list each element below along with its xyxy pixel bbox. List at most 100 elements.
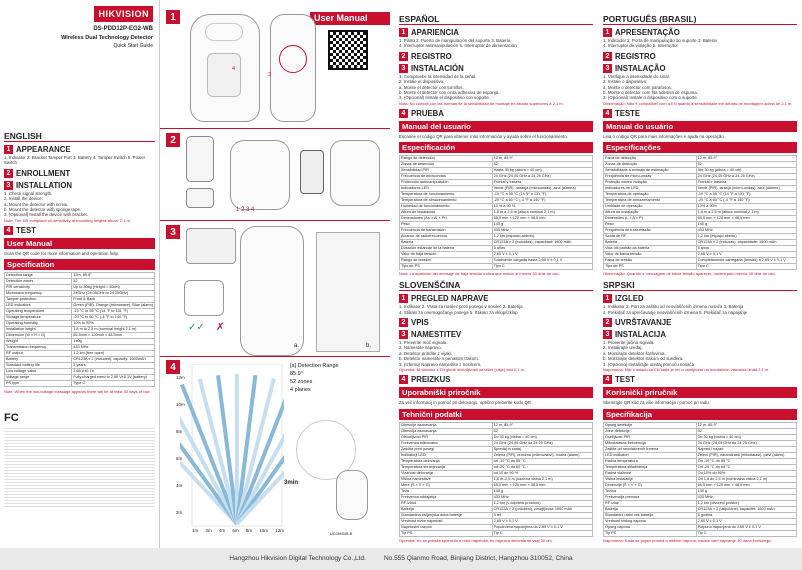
section-label: APRESENTAÇÃO xyxy=(615,28,680,37)
section-number: 3 xyxy=(603,330,612,340)
section-label: UVRŠTAVANJE xyxy=(615,318,672,328)
section-label: PREGLED NAPRAVE xyxy=(411,294,489,304)
section-number: 2 xyxy=(603,318,612,328)
spec-value: Completamente carregada (tensão) a 2,65 … xyxy=(695,257,798,265)
installation-text-es: 1. Compruebe la intensidad de la señal. … xyxy=(399,73,500,101)
spec-label: PS type xyxy=(3,380,73,388)
y-tick-label: 2m xyxy=(176,510,183,515)
section-number: 2 xyxy=(399,318,408,328)
tilt-good-illustration xyxy=(184,280,224,316)
illustration-column: 1 User Manual 4 3 2 1 2 3 4 3 ✓✓ xyxy=(160,0,390,548)
spec-value: Fully charged need to 2.65 V±0.1V (batte… xyxy=(71,374,155,382)
user-manual-heading: User Manual xyxy=(4,237,155,249)
user-manual-text-sl: Za več informacij in pomoč pri delovanju… xyxy=(399,400,533,406)
callout-4: 4 xyxy=(232,66,236,72)
detector-front-illustration xyxy=(190,14,260,122)
x-tick-label: 8m xyxy=(245,528,253,533)
hikvision-logo: HIKVISION xyxy=(94,6,153,22)
section-number: 1 xyxy=(399,28,408,37)
panel-number-2: 2 xyxy=(166,133,180,147)
cross-mark-icon: ✗ xyxy=(216,322,225,333)
detection-ray xyxy=(235,470,284,526)
phone-illustration xyxy=(300,150,324,194)
section-number: 2 xyxy=(399,51,408,61)
enroll-callouts: 1 2 3 4 xyxy=(236,207,255,213)
section-number: 4 xyxy=(399,375,408,385)
spec-value: Type C xyxy=(71,380,155,388)
guide-subtitle: Quick Start Guide xyxy=(113,43,153,49)
footer: Hangzhou Hikvision Digital Technology Co… xyxy=(0,548,802,570)
lang-title-es: ESPAÑOL xyxy=(399,14,593,25)
spec-value: Tipo C xyxy=(695,263,798,271)
section-label: INSTALACIÓN xyxy=(411,63,464,73)
section-number: 2 xyxy=(603,51,612,61)
doc-code: UD28904B-B xyxy=(330,532,353,536)
user-manual-text-es: Escanee el código QR para obtener más in… xyxy=(399,133,568,139)
appearance-items-pt: 1. Indicador 2. Porta de manipulação do … xyxy=(603,38,717,49)
installation-note-sl: Opomba: Ni skladno z EN glede občutljivo… xyxy=(399,367,526,373)
section-label: NAMESTITEV xyxy=(411,330,462,340)
detection-ray xyxy=(235,455,284,526)
spec-value: Zeleni (PIR), narandžasti (mikrotalasi),… xyxy=(695,451,798,459)
spec-heading-sr: Specifikacija xyxy=(603,408,797,420)
signal-check-illustration xyxy=(186,228,236,264)
section-label: REGISTRO xyxy=(411,51,452,61)
section-number: 3 xyxy=(399,63,408,73)
x-tick-label: 6m xyxy=(232,528,239,533)
appearance-items: 1. Indicator 2. Bracket Tamper Port 3. B… xyxy=(4,155,146,166)
section-number: 4 xyxy=(603,108,612,118)
mount-screw-illustration xyxy=(240,226,304,356)
section-label: INSTALAÇÃO xyxy=(615,63,666,73)
user-manual-text-sr: Skenirajte QR kôd za više informacija i … xyxy=(603,400,710,406)
spec-label: Tip PS xyxy=(399,529,493,537)
section-number: 4 xyxy=(399,108,408,118)
lang-title-sr: SRPSKI xyxy=(603,280,797,292)
section-label: REGISTRO xyxy=(615,51,656,61)
quick-start-sheet: HIKVISION DS-PDD12P-EG2-WB Wireless Dual… xyxy=(0,0,802,548)
step-device-1 xyxy=(186,136,214,182)
user-manual-heading-pt: Manual do usuário xyxy=(603,120,797,132)
section-label: PREIZKUS xyxy=(411,375,451,385)
section-number: 3 xyxy=(399,330,408,340)
check-mark-icon: ✓✓ xyxy=(188,322,205,333)
y-tick-label: 6m xyxy=(176,456,183,461)
enroll-detector xyxy=(230,140,290,210)
detector-back-illustration xyxy=(270,14,316,122)
walk-test-illustration xyxy=(296,420,356,480)
section-number: 3 xyxy=(603,63,612,73)
section-label: TEST xyxy=(615,375,635,385)
spec-value: Tip C xyxy=(695,529,798,537)
spec-heading-es: Especificación xyxy=(399,142,593,154)
spec-value: Tipo C xyxy=(491,263,594,271)
appearance-items-sr: 1. Indikator 2. Port za zaštitu od neovl… xyxy=(603,304,748,315)
qr-code[interactable] xyxy=(328,30,368,70)
step-device-2 xyxy=(186,188,214,208)
section-number: 1 xyxy=(603,28,612,37)
detection-legend: [a] Detection Range 85.9° 52 zones 4 pla… xyxy=(290,363,339,393)
installation-text: 1. Check signal strength. 2. Install the… xyxy=(4,190,88,218)
section-label: VPIS xyxy=(411,318,429,328)
panel-number-3: 3 xyxy=(166,225,180,239)
spec-note: Note: When the low-voltage message appea… xyxy=(4,389,151,395)
section-label: APARIENCIA xyxy=(411,28,459,37)
spec-label: Tip PS xyxy=(603,529,697,537)
x-tick-label: 12m xyxy=(275,528,284,533)
